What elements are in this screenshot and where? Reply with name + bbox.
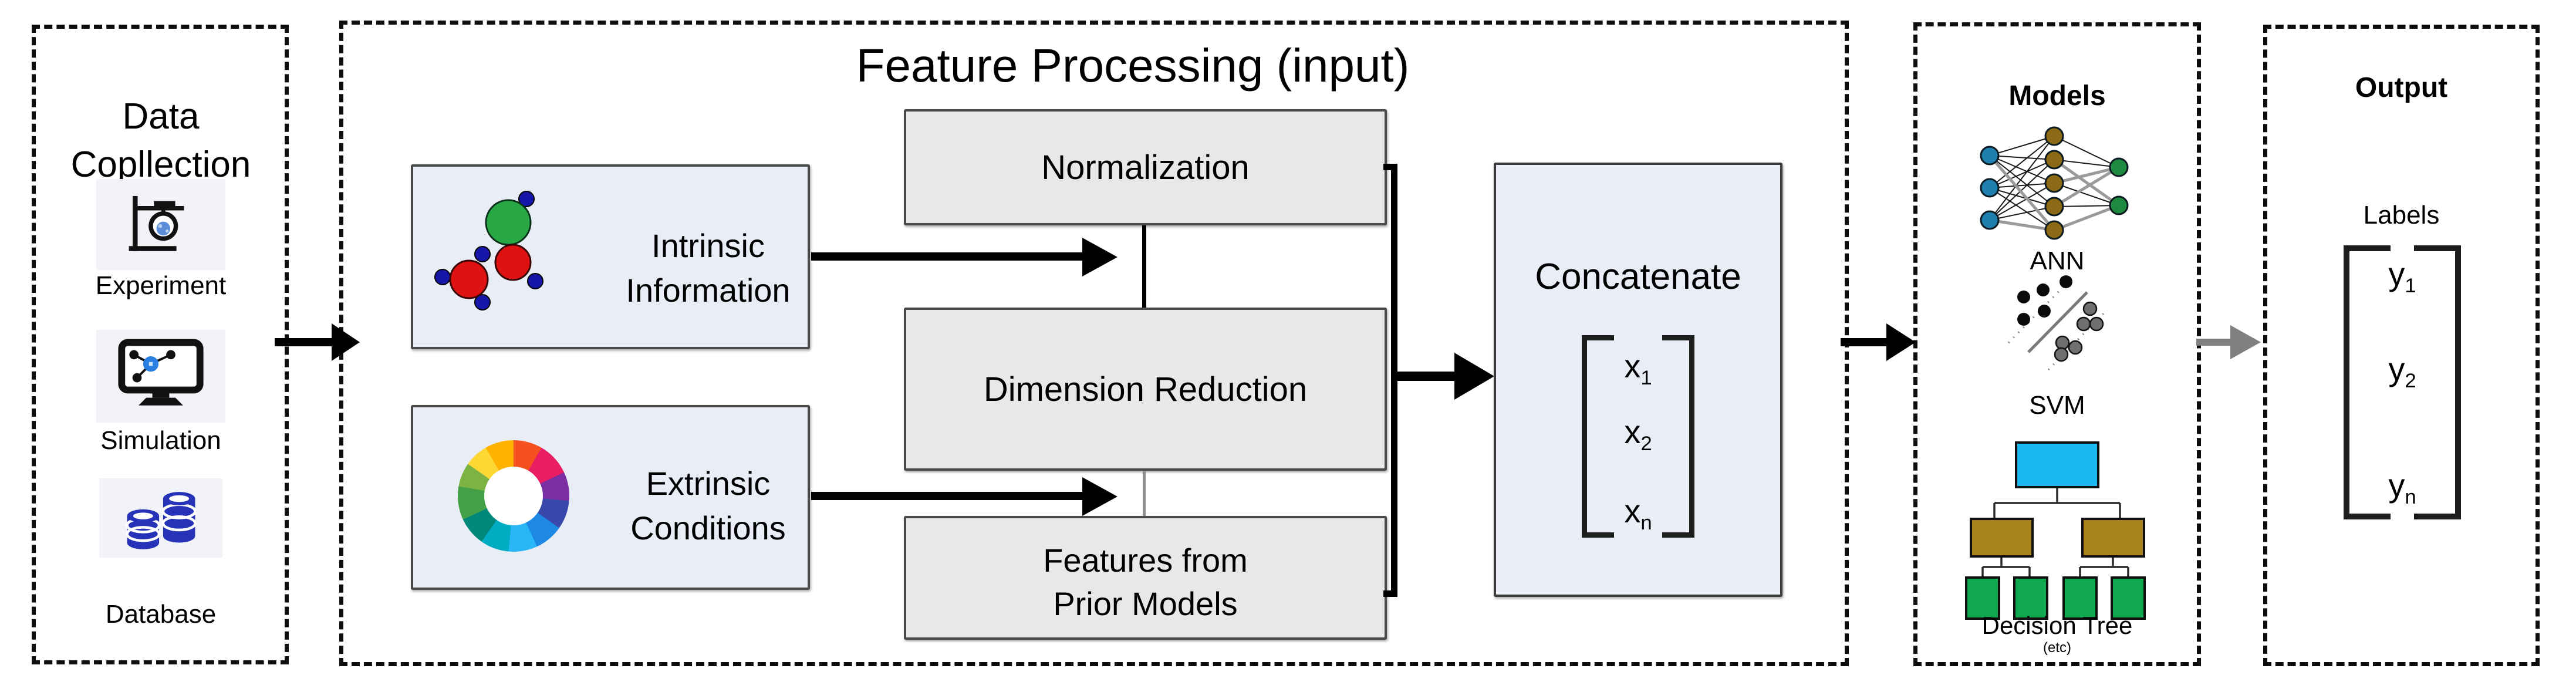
x1-sub: 1 <box>1640 367 1652 390</box>
output-bracket-left <box>2344 245 2391 519</box>
decision-tree-label: Decision Tree <box>1981 612 2133 639</box>
xn-base: x <box>1624 492 1641 529</box>
output-panel <box>2263 25 2540 666</box>
arrow-models-to-output-shaft <box>2196 339 2237 346</box>
extrinsic-conditions-box: Extrinsic Conditions <box>411 405 810 590</box>
intrinsic-line2: Information <box>626 272 791 309</box>
y2-sub: 2 <box>2405 370 2416 393</box>
normalization-label: Normalization <box>1041 148 1250 187</box>
molecule-icon <box>434 191 543 310</box>
prior-features-box: Features from Prior Models <box>904 516 1387 640</box>
data-collection-title: Data Copllection <box>26 93 296 189</box>
experiment-label: Experiment <box>95 271 227 300</box>
models-title: Models <box>2008 80 2106 112</box>
vector-entry-x1: x1 <box>1579 347 1697 390</box>
feature-processing-title: Feature Processing (input) <box>856 39 1410 92</box>
xn-sub: n <box>1640 512 1652 535</box>
output-entry-yn: yn <box>2344 466 2461 509</box>
arrow-concatenate-head <box>1454 353 1494 400</box>
output-bracket-right <box>2414 245 2461 519</box>
data-collection-title-line1: Data <box>122 96 200 137</box>
intrinsic-information-box: Intrinsic Information <box>411 164 810 349</box>
intrinsic-information-label: Intrinsic Information <box>607 224 809 313</box>
neural-network-icon <box>1980 126 2129 240</box>
y1-base: y <box>2388 255 2405 292</box>
bracket-stub-top <box>1383 164 1397 170</box>
labels-caption: Labels <box>2363 201 2440 229</box>
svm-label: SVM <box>2029 391 2085 420</box>
color-wheel-icon <box>458 440 569 552</box>
prior-features-line2: Prior Models <box>1053 585 1238 622</box>
database-icon <box>99 478 222 558</box>
dimension-reduction-box: Dimension Reduction <box>904 308 1387 471</box>
arrow-data-to-fp-shaft <box>275 338 333 346</box>
dimension-reduction-label: Dimension Reduction <box>983 370 1308 409</box>
y2-base: y <box>2388 350 2405 387</box>
concatenate-box: Concatenate x1 x2 xn <box>1494 163 1782 597</box>
x1-base: x <box>1624 347 1641 384</box>
connector-normalization-dimension <box>1142 225 1146 308</box>
arrow-extrinsic-shaft <box>811 492 1086 500</box>
arrow-intrinsic-head <box>1082 238 1117 276</box>
arrow-concatenate-shaft <box>1397 372 1459 381</box>
vector-bracket-right <box>1662 335 1694 538</box>
y1-sub: 1 <box>2405 275 2416 298</box>
arrow-intrinsic-shaft <box>811 252 1086 261</box>
output-entry-y1: y1 <box>2344 255 2461 298</box>
arrow-models-to-output-head <box>2230 325 2261 359</box>
prior-features-line1: Features from <box>1043 541 1248 579</box>
flask-stand-icon-svg <box>129 195 184 251</box>
arrow-fp-to-models-shaft <box>1841 338 1893 346</box>
yn-base: y <box>2388 467 2405 504</box>
extrinsic-conditions-label: Extrinsic Conditions <box>607 461 809 551</box>
arrow-extrinsic-head <box>1082 477 1117 516</box>
vector-entry-xn: xn <box>1579 492 1697 535</box>
x2-base: x <box>1624 413 1641 450</box>
arrow-data-to-fp-head <box>332 323 360 361</box>
simulation-label: Simulation <box>100 426 221 455</box>
connector-dimension-priorfeatures <box>1143 471 1146 516</box>
flask-stand-icon <box>96 179 225 270</box>
arrow-fp-to-models-head <box>1886 323 1916 361</box>
data-collection-title-line2: Copllection <box>70 144 251 185</box>
database-icon-svg <box>125 492 197 549</box>
models-etc-note: (etc) <box>2043 640 2071 656</box>
x2-sub: 2 <box>1640 433 1652 455</box>
extrinsic-line2: Conditions <box>630 509 786 546</box>
decision-tree-icon <box>1965 441 2146 620</box>
svm-scatter-icon <box>2007 275 2108 371</box>
vector-entry-x2: x2 <box>1579 413 1697 455</box>
bracket-vertical <box>1391 164 1397 597</box>
monitor-molecule-icon <box>96 330 225 423</box>
yn-sub: n <box>2405 486 2416 509</box>
output-entry-y2: y2 <box>2344 350 2461 393</box>
prior-features-label: Features from Prior Models <box>1043 539 1248 626</box>
normalization-box: Normalization <box>904 109 1387 225</box>
output-title: Output <box>2355 72 2448 103</box>
vector-bracket-left <box>1582 335 1614 538</box>
extrinsic-line1: Extrinsic <box>646 465 771 502</box>
monitor-molecule-icon-svg <box>118 339 204 406</box>
intrinsic-line1: Intrinsic <box>651 227 765 264</box>
database-label: Database <box>105 600 217 629</box>
bracket-stub-bottom <box>1383 590 1397 597</box>
ann-label: ANN <box>2030 247 2085 275</box>
concatenate-label: Concatenate <box>1535 256 1741 297</box>
